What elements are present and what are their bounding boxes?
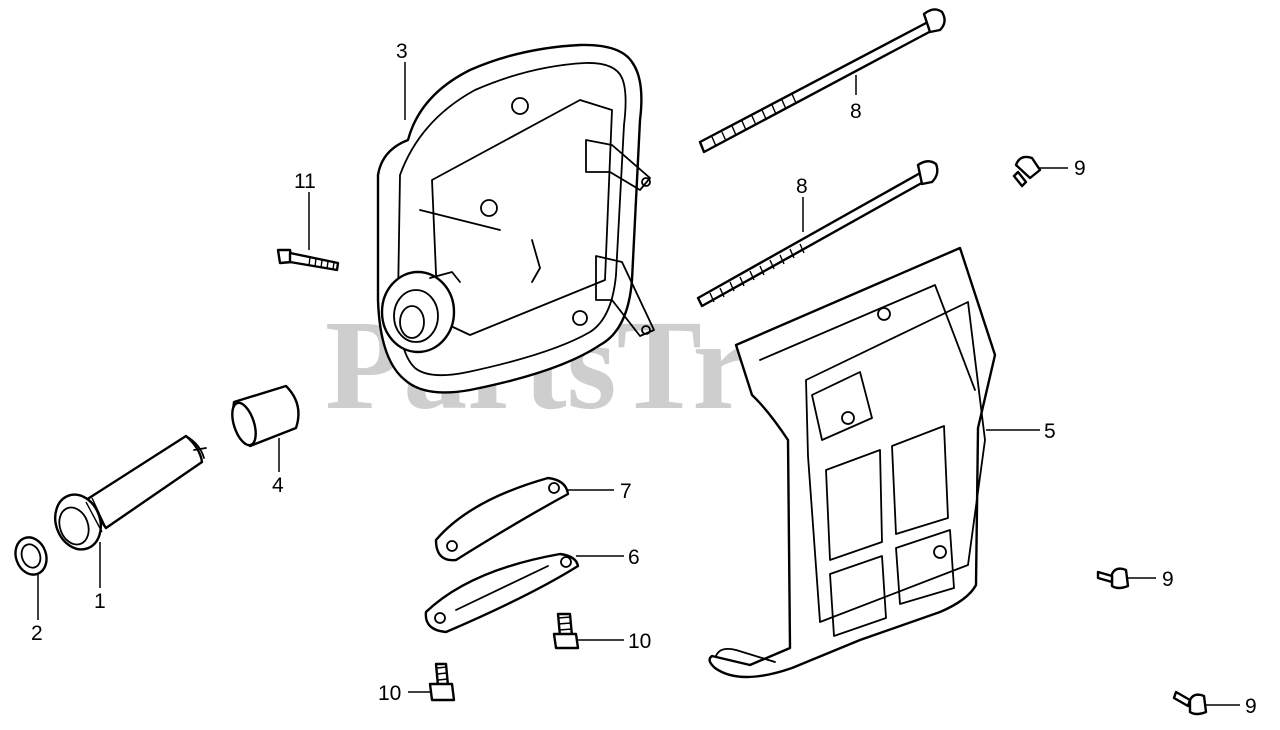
part-5-muffler-protector[interactable]: [708, 246, 997, 679]
callout-5: 5: [1044, 420, 1056, 443]
leader-lines: [37, 62, 1240, 706]
callout-1: 1: [94, 590, 106, 613]
callout-11: 11: [294, 170, 316, 193]
callout-10-right: 10: [628, 630, 651, 653]
part-4-sleeve[interactable]: [228, 384, 300, 448]
part-10-bolt-lower[interactable]: [428, 662, 456, 702]
callout-4: 4: [272, 474, 284, 497]
part-11-bolt[interactable]: [276, 248, 340, 272]
callout-9-lower: 9: [1245, 695, 1257, 718]
callout-8-lower: 8: [796, 175, 808, 198]
part-1-exhaust-pipe[interactable]: [48, 434, 207, 556]
part-8-stud-lower[interactable]: [696, 160, 939, 308]
part-2-gasket[interactable]: [10, 533, 51, 579]
callout-7: 7: [620, 480, 632, 503]
callout-9-middle: 9: [1162, 568, 1174, 591]
part-8-stud-upper[interactable]: [698, 8, 946, 154]
part-9-screw-lower[interactable]: [1172, 690, 1208, 716]
callout-6: 6: [628, 546, 640, 569]
part-9-screw-upper[interactable]: [1012, 155, 1042, 188]
part-10-bolt-right[interactable]: [552, 612, 580, 650]
callout-9-upper: 9: [1074, 157, 1086, 180]
part-9-screw-middle[interactable]: [1096, 567, 1130, 590]
callout-2: 2: [31, 622, 43, 645]
part-7-stay-upper[interactable]: [434, 476, 570, 562]
callout-8-upper: 8: [850, 100, 862, 123]
callout-10-lower: 10: [378, 682, 401, 705]
callout-3: 3: [396, 40, 408, 63]
part-3-muffler[interactable]: [376, 43, 655, 394]
callouts: 3 11 8 8 9 5 4 7 6 1 2 10 10 9 9: [31, 40, 1257, 718]
part-6-stay-lower[interactable]: [424, 552, 580, 634]
